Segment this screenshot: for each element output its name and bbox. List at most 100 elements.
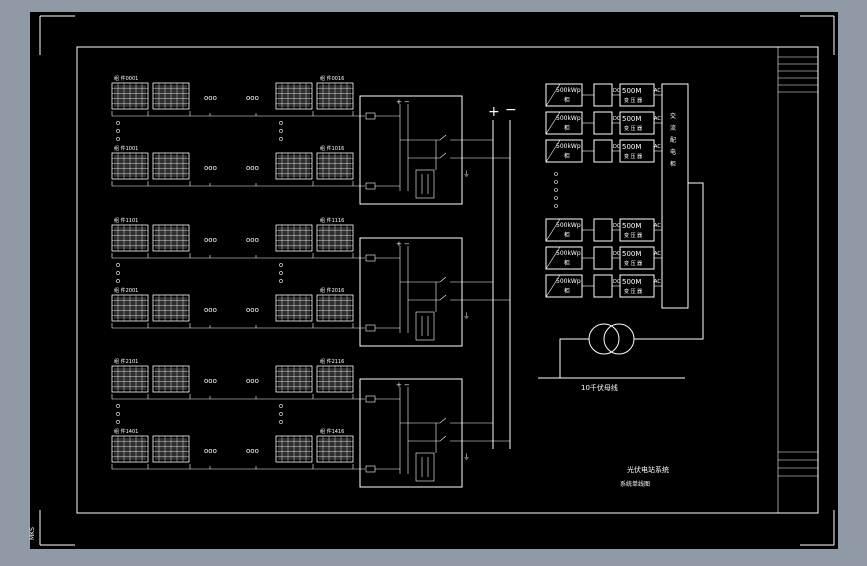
surge-protector xyxy=(415,452,435,482)
string-wire xyxy=(111,323,365,329)
inverter-symbol-diag xyxy=(545,274,561,298)
row-ellipsis-dot xyxy=(116,271,120,275)
pv-module-fill xyxy=(319,155,351,177)
pv-module-fill xyxy=(278,85,310,107)
inverter-rating: 500kWp xyxy=(556,278,581,285)
drawing-title-line2: 系统单线图 xyxy=(620,480,650,488)
transformer-rating: 500M xyxy=(622,222,641,230)
pv-group-label-end: 组 件1016 xyxy=(320,145,344,152)
dc-switch xyxy=(408,435,447,442)
title-block xyxy=(777,47,818,513)
ac-label: AC xyxy=(654,144,661,150)
string-wire xyxy=(111,464,365,470)
pv-module xyxy=(152,365,190,393)
pv-group-label-start: 组 件0001 xyxy=(114,75,138,82)
pv-string-ellipsis: ooo xyxy=(204,236,217,244)
pv-string-ellipsis: ooo xyxy=(246,164,259,172)
combiner-ground: ⏚ xyxy=(463,312,470,320)
pv-group-label-start: 组 件1401 xyxy=(114,428,138,435)
pv-module-fill xyxy=(319,227,351,249)
pv-string-ellipsis: ooo xyxy=(246,94,259,102)
ac-label: AC xyxy=(654,223,661,229)
inverter-suffix: 柜 xyxy=(564,287,570,295)
row-ellipsis-dot xyxy=(279,263,283,267)
pv-group-label-start: 组 件2001 xyxy=(114,287,138,294)
surge-protector xyxy=(415,169,435,199)
inverter-suffix: 柜 xyxy=(564,231,570,239)
inverter-symbol-diag xyxy=(545,111,561,135)
transformer-rating: 500M xyxy=(622,143,641,151)
combiner-box: +−⏚ xyxy=(359,95,510,205)
combiner-ground: ⏚ xyxy=(463,453,470,461)
pv-module xyxy=(275,224,313,252)
pv-module-fill xyxy=(114,438,146,460)
combiner-box: +−⏚ xyxy=(359,237,510,347)
inverter-rating: 500kWp xyxy=(556,250,581,257)
inverter-rating: 500kWp xyxy=(556,115,581,122)
dc-switch xyxy=(408,294,447,301)
combiner-box-outline xyxy=(359,95,463,205)
pv-module xyxy=(111,82,149,110)
ac-cabinet-label-char: 配 xyxy=(670,137,676,144)
pv-string-ellipsis: ooo xyxy=(204,306,217,314)
pv-string-ellipsis: ooo xyxy=(204,377,217,385)
inverter-ellipsis-dot xyxy=(554,180,558,184)
pv-module-fill xyxy=(114,85,146,107)
pv-module xyxy=(111,294,149,322)
pv-module xyxy=(152,82,190,110)
pv-module xyxy=(275,294,313,322)
pv-module xyxy=(316,294,354,322)
pv-module-fill xyxy=(155,155,187,177)
row-ellipsis-dot xyxy=(116,279,120,283)
transformer-rating: 500M xyxy=(622,250,641,258)
string-wire xyxy=(111,253,365,259)
pv-group-label-end: 组 件2116 xyxy=(320,358,344,365)
combiner-box: +−⏚ xyxy=(359,378,510,488)
combiner-minus: − xyxy=(404,98,410,106)
pv-group-label-end: 组 件0016 xyxy=(320,75,344,82)
pv-group-label-start: 组 件2101 xyxy=(114,358,138,365)
inverter-symbol-diag xyxy=(545,83,561,107)
row-ellipsis-dot xyxy=(116,137,120,141)
pv-module xyxy=(316,435,354,463)
main-transformer xyxy=(559,182,704,378)
pv-string-ellipsis: ooo xyxy=(204,94,217,102)
ac-cabinet-label-char: 柜 xyxy=(670,160,676,168)
pv-module-fill xyxy=(114,155,146,177)
pv-module-fill xyxy=(278,227,310,249)
row-ellipsis-dot xyxy=(279,412,283,416)
inverter-suffix: 柜 xyxy=(564,96,570,104)
string-wire xyxy=(111,111,365,117)
inverter-symbol-diag xyxy=(545,246,561,270)
inverter-rating: 500kWp xyxy=(556,222,581,229)
transformer-suffix: 变 压 器 xyxy=(624,97,642,104)
pv-module xyxy=(275,365,313,393)
string-wire xyxy=(111,394,365,400)
pv-module-fill xyxy=(155,297,187,319)
dc-switch xyxy=(400,134,447,141)
dc-label: DC xyxy=(613,279,621,285)
inverter-symbol-diag xyxy=(545,218,561,242)
pv-module xyxy=(316,365,354,393)
dc-switch xyxy=(400,417,447,424)
pv-group-label-end: 组 件1416 xyxy=(320,428,344,435)
dc-switch xyxy=(408,152,447,159)
pv-module-fill xyxy=(114,227,146,249)
pv-module-fill xyxy=(155,85,187,107)
pv-group-label-end: 组 件2016 xyxy=(320,287,344,294)
transformer-suffix: 变 压 器 xyxy=(624,125,642,132)
dc-switch xyxy=(400,276,447,283)
pv-module xyxy=(152,294,190,322)
inverter-rating: 500kWp xyxy=(556,87,581,94)
inverter-suffix: 柜 xyxy=(564,259,570,267)
pv-module xyxy=(111,365,149,393)
transformer-rating: 500M xyxy=(622,87,641,95)
combiner-minus: − xyxy=(404,381,410,389)
sheet-corner-marks xyxy=(39,15,835,546)
pv-module-fill xyxy=(155,368,187,390)
